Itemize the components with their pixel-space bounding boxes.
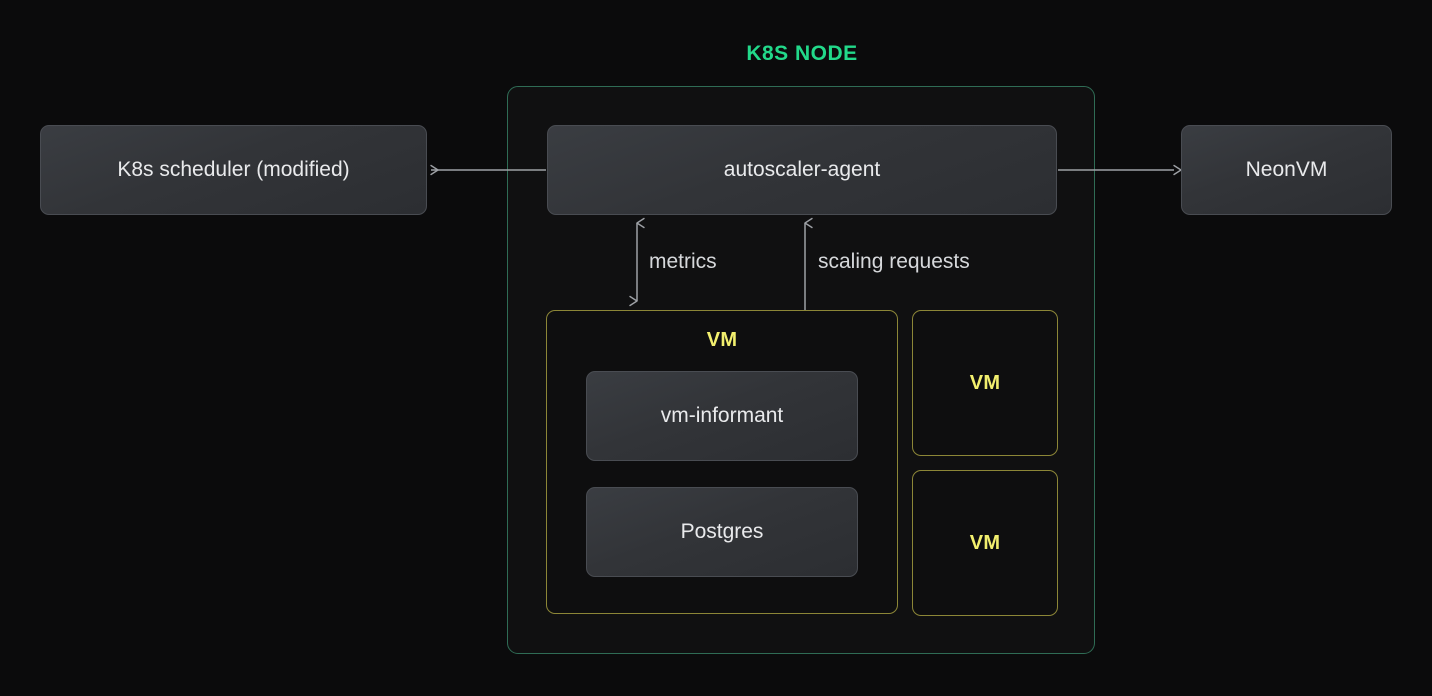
vm-informant-box[interactable]: vm-informant <box>586 371 858 461</box>
vm-secondary-box-2[interactable]: VM <box>912 470 1058 616</box>
postgres-box[interactable]: Postgres <box>586 487 858 577</box>
autoscaler-agent-box[interactable]: autoscaler-agent <box>547 125 1057 215</box>
edge-label-scaling-requests: scaling requests <box>818 250 970 273</box>
vm-secondary-label-1: VM <box>969 371 1001 394</box>
vm-secondary-label-2: VM <box>969 531 1001 554</box>
k8s-scheduler-box[interactable]: K8s scheduler (modified) <box>40 125 427 215</box>
neonvm-box[interactable]: NeonVM <box>1181 125 1392 215</box>
page-title: K8S NODE <box>746 42 858 65</box>
edge-label-metrics: metrics <box>649 250 717 273</box>
vm-secondary-box-1[interactable]: VM <box>912 310 1058 456</box>
vm-main-label: VM <box>706 329 738 351</box>
